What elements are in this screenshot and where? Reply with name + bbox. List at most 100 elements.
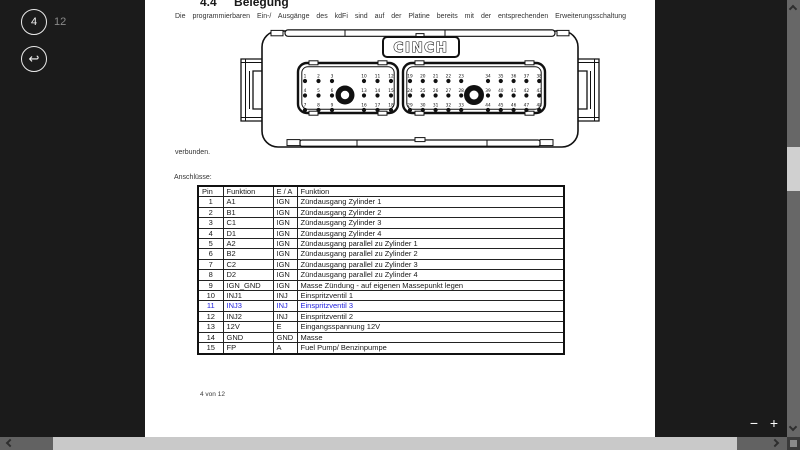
table-header-cell: Funktion bbox=[222, 185, 274, 198]
table-cell: GND bbox=[222, 331, 274, 344]
pin-number: 12 bbox=[388, 73, 394, 79]
pin-dot bbox=[511, 107, 516, 113]
scrollbar-corner bbox=[787, 437, 800, 450]
intro-paragraph: Die programmierbaren Ein-/ Ausgänge des … bbox=[175, 13, 626, 20]
pin-dot bbox=[537, 78, 542, 84]
vertical-scrollbar[interactable] bbox=[787, 0, 800, 437]
pin-dot bbox=[485, 107, 491, 113]
pin-dot bbox=[316, 107, 321, 113]
table-cell: 12V bbox=[222, 321, 274, 333]
pin-number: 45 bbox=[498, 102, 504, 108]
table-cell: IGN bbox=[272, 279, 298, 292]
table-cell: IGN bbox=[272, 269, 298, 281]
table-cell: 14 bbox=[197, 331, 224, 344]
table-header-cell: Pin bbox=[197, 185, 224, 198]
pin-dot bbox=[433, 93, 438, 98]
vertical-scroll-thumb[interactable] bbox=[787, 147, 800, 191]
pin-number: 24 bbox=[407, 88, 413, 94]
pin-number: 25 bbox=[420, 88, 426, 94]
table-cell: IGN bbox=[272, 196, 298, 208]
horizontal-scroll-thumb[interactable] bbox=[53, 437, 737, 450]
pin-dot bbox=[446, 93, 451, 98]
scroll-left-icon[interactable] bbox=[5, 438, 15, 448]
pin-number: 29 bbox=[407, 102, 413, 108]
table-cell: Zündausgang parallel zu Zylinder 3 bbox=[296, 258, 565, 271]
table-cell: 9 bbox=[197, 279, 224, 292]
pin-number: 19 bbox=[407, 73, 413, 79]
table-cell: A1 bbox=[222, 196, 274, 208]
table-cell: IGN bbox=[272, 217, 298, 229]
pin-number: 38 bbox=[536, 73, 542, 79]
table-cell: Zündausgang Zylinder 1 bbox=[296, 196, 565, 208]
table-cell: Zündausgang parallel zu Zylinder 4 bbox=[296, 269, 565, 281]
zoom-in-button[interactable]: + bbox=[769, 415, 779, 431]
pin-number: 33 bbox=[458, 102, 464, 108]
pin-dot bbox=[388, 107, 394, 113]
table-cell: Masse bbox=[296, 331, 565, 344]
pin-dot bbox=[420, 93, 425, 98]
pin-dot bbox=[361, 78, 367, 84]
pin-dot bbox=[446, 78, 451, 84]
pin-number: 32 bbox=[446, 102, 452, 108]
table-cell: Eingangsspannung 12V bbox=[296, 321, 565, 333]
pin-number: 21 bbox=[433, 73, 439, 79]
pin-dot bbox=[302, 93, 308, 98]
pin-number: 13 bbox=[361, 88, 367, 94]
pin-number: 23 bbox=[458, 73, 464, 79]
table-cell: 7 bbox=[197, 258, 224, 271]
pin-number: 31 bbox=[433, 102, 439, 108]
pin-number: 5 bbox=[317, 88, 320, 94]
table-cell: C2 bbox=[222, 258, 274, 271]
pin-number: 8 bbox=[317, 102, 320, 108]
pin-dot bbox=[498, 107, 503, 113]
jump-back-button[interactable]: ↩ bbox=[21, 46, 47, 72]
pin-number: 10 bbox=[361, 73, 367, 79]
pin-dot bbox=[485, 78, 491, 84]
pin-number: 27 bbox=[446, 88, 452, 94]
table-cell: Einspritzventil 1 bbox=[296, 290, 565, 302]
table-cell: Zündausgang Zylinder 2 bbox=[296, 206, 565, 219]
return-arrow-icon: ↩ bbox=[28, 51, 40, 66]
pin-number: 1 bbox=[304, 73, 307, 79]
zoom-out-button[interactable]: − bbox=[749, 415, 759, 431]
table-cell: 4 bbox=[197, 227, 224, 240]
pin-dot bbox=[302, 78, 308, 84]
pin-dot bbox=[407, 93, 413, 98]
pin-number: 22 bbox=[446, 73, 452, 79]
pin-dot bbox=[511, 78, 516, 84]
pin-dot bbox=[537, 107, 542, 113]
table-cell: 5 bbox=[197, 238, 224, 250]
current-page-number: 4 bbox=[30, 16, 38, 28]
pin-number: 35 bbox=[498, 73, 504, 79]
pin-dot bbox=[388, 93, 394, 98]
document-page: 4.4 Belegung Die programmierbaren Ein-/ … bbox=[145, 0, 655, 437]
section-heading: 4.4 Belegung bbox=[200, 0, 289, 9]
horizontal-scrollbar[interactable] bbox=[0, 437, 787, 450]
pin-dot bbox=[375, 78, 380, 84]
scroll-right-icon[interactable] bbox=[770, 438, 780, 448]
top-latch bbox=[270, 29, 570, 39]
table-cell: 15 bbox=[197, 342, 224, 354]
pin-number: 28 bbox=[458, 88, 464, 94]
table-cell: A2 bbox=[222, 238, 274, 250]
pin-number: 41 bbox=[511, 88, 517, 94]
pin-number: 7 bbox=[304, 102, 307, 108]
scroll-up-icon[interactable] bbox=[788, 4, 798, 14]
bottom-latch bbox=[286, 137, 554, 147]
current-page-button[interactable]: 4 bbox=[21, 9, 47, 35]
pin-number: 44 bbox=[485, 102, 491, 108]
table-cell: IGN bbox=[272, 258, 298, 271]
pin-dot bbox=[407, 107, 413, 113]
scroll-down-icon[interactable] bbox=[788, 422, 798, 432]
pin-dot bbox=[524, 78, 529, 84]
